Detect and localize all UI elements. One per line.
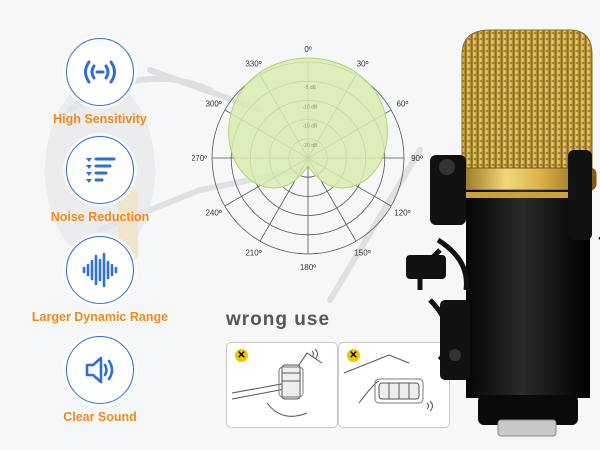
noise-reduction-icon: [66, 136, 134, 204]
angle-label: 120º: [394, 209, 410, 218]
angle-label: 270º: [192, 154, 207, 163]
ring-labels: -5 dB -10 dB -15 dB -20 dB: [303, 85, 318, 149]
ring-label: -5 dB: [304, 85, 317, 91]
feature-label: Larger Dynamic Range: [31, 310, 169, 324]
feature-label: High Sensitivity: [53, 112, 147, 126]
angle-label: 0º: [304, 45, 311, 54]
angle-label: 150º: [354, 248, 370, 257]
ring-label: -20 dB: [303, 143, 318, 149]
ring-label: -15 dB: [303, 124, 318, 130]
feature-larger-dynamic-range: Larger Dynamic Range: [20, 236, 180, 324]
feature-noise-reduction: Noise Reduction: [20, 136, 180, 224]
feature-clear-sound: Clear Sound: [20, 336, 180, 424]
wrong-use-illustration-1: [231, 348, 323, 417]
cardioid-pattern: [228, 57, 388, 189]
feature-label: Clear Sound: [63, 410, 137, 424]
polar-pattern-diagram: -5 dB -10 dB -15 dB -20 dB 0º 30º 60º 90º 120º 1…: [192, 45, 423, 272]
feature-high-sensitivity: High Sensitivity: [20, 38, 180, 126]
wrong-use-illustration-2: [343, 354, 433, 412]
angle-labels: 0º 30º 60º 90º 120º 150º 180º 210º 240º 270º 300º 3…: [192, 45, 423, 272]
angle-label: 60º: [396, 100, 408, 109]
angle-label: 180º: [300, 263, 316, 272]
microphone-product: [406, 29, 600, 437]
angle-label: 330º: [245, 60, 261, 69]
angle-label: 210º: [245, 248, 261, 257]
wrong-use-panel-2: ✕: [338, 342, 450, 428]
speaker-icon: [66, 336, 134, 404]
wrong-mark-icon: ✕: [347, 349, 360, 362]
feature-label: Noise Reduction: [50, 210, 150, 224]
waveform-icon: [66, 236, 134, 304]
angle-label: 30º: [357, 60, 369, 69]
angle-label: 240º: [205, 209, 221, 218]
wrong-use-title: wrong use: [226, 309, 331, 330]
wrong-mark-icon: ✕: [235, 349, 248, 362]
angle-label: 90º: [411, 154, 423, 163]
wrong-use-panel-1: ✕: [226, 342, 338, 428]
sensitivity-icon: [66, 38, 134, 106]
ring-label: -10 dB: [303, 104, 318, 110]
angle-label: 300º: [205, 100, 221, 109]
